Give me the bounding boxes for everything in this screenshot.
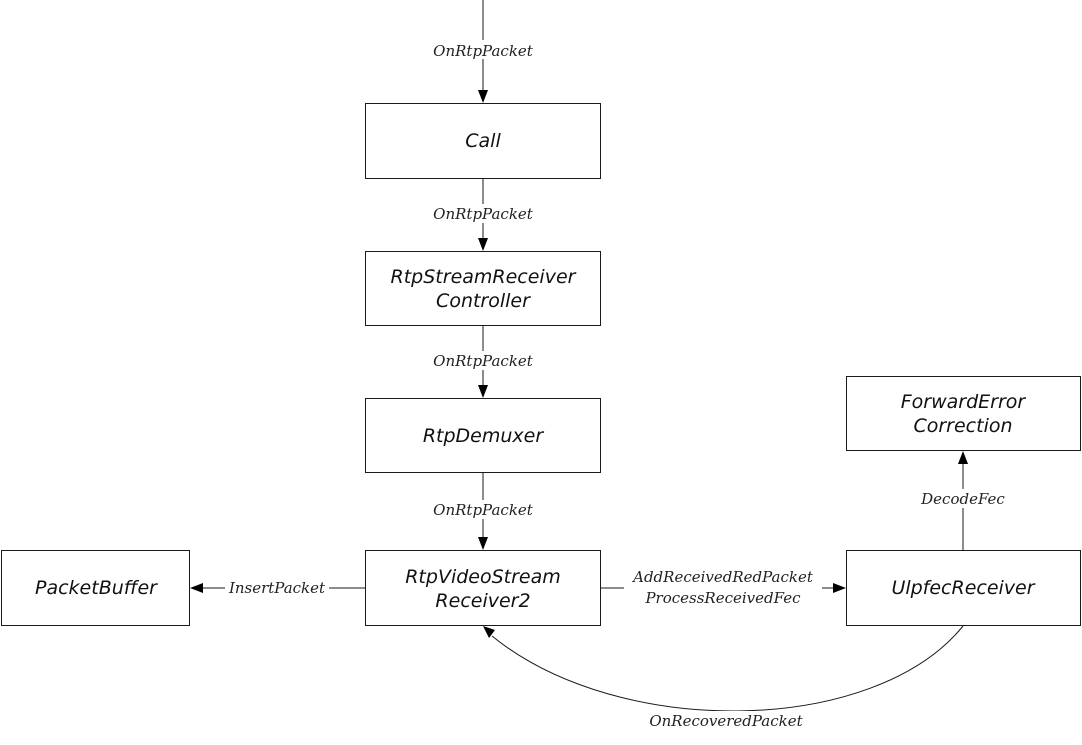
node-rtp-stream-receiver-controller: RtpStreamReceiver Controller	[365, 251, 601, 326]
edge-label-receiver2-to-ulpfec-line1: AddReceivedRedPacket	[631, 568, 814, 586]
node-packet-buffer: PacketBuffer	[1, 550, 190, 626]
edge-label-ulpfec-to-receiver2: OnRecoveredPacket	[643, 711, 809, 730]
edge-label-ulpfec-to-receiver2-text: OnRecoveredPacket	[649, 712, 803, 730]
edge-label-entry-text: OnRtpPacket	[433, 42, 534, 60]
edge-label-entry: OnRtpPacket	[428, 40, 538, 60]
edge-label-call-to-controller: OnRtpPacket	[428, 204, 538, 223]
node-demuxer-label: RtpDemuxer	[423, 425, 545, 447]
edge-label-demuxer-to-receiver2: OnRtpPacket	[428, 500, 538, 519]
node-controller-label-line1: RtpStreamReceiver	[391, 266, 577, 288]
edge-label-receiver2-to-ulpfec-line2: ProcessReceivedFec	[644, 589, 801, 607]
node-call-label: Call	[465, 130, 501, 152]
edge-label-receiver2-to-buffer-text: InsertPacket	[228, 579, 326, 597]
edge-label-receiver2-to-ulpfec: AddReceivedRedPacket ProcessReceivedFec	[624, 566, 822, 607]
node-ulpfec-label: UlpfecReceiver	[891, 577, 1035, 599]
edge-label-receiver2-to-buffer: InsertPacket	[225, 578, 329, 597]
node-call: Call	[365, 103, 601, 179]
node-receiver2-label-line1: RtpVideoStream	[405, 566, 561, 588]
node-forward-error-correction: ForwardError Correction	[846, 376, 1081, 451]
edge-label-call-to-controller-text: OnRtpPacket	[433, 205, 534, 223]
node-rtp-video-stream-receiver2: RtpVideoStream Receiver2	[365, 550, 601, 626]
edge-label-demuxer-to-receiver2-text: OnRtpPacket	[433, 501, 534, 519]
node-controller-label-line2: Controller	[436, 290, 531, 312]
node-packet-buffer-label: PacketBuffer	[35, 577, 158, 599]
edge-label-ulpfec-to-fec-text: DecodeFec	[920, 490, 1005, 508]
edge-label-controller-to-demuxer: OnRtpPacket	[428, 351, 538, 370]
node-fec-label-line1: ForwardError	[901, 391, 1027, 413]
edge-label-controller-to-demuxer-text: OnRtpPacket	[433, 352, 534, 370]
edge-label-ulpfec-to-fec: DecodeFec	[919, 489, 1007, 508]
node-ulpfec-receiver: UlpfecReceiver	[846, 550, 1081, 626]
node-fec-label-line2: Correction	[913, 415, 1012, 437]
node-receiver2-label-line2: Receiver2	[435, 590, 530, 612]
edge-ulpfec-to-receiver2	[483, 625, 964, 712]
node-rtp-demuxer: RtpDemuxer	[365, 398, 601, 473]
